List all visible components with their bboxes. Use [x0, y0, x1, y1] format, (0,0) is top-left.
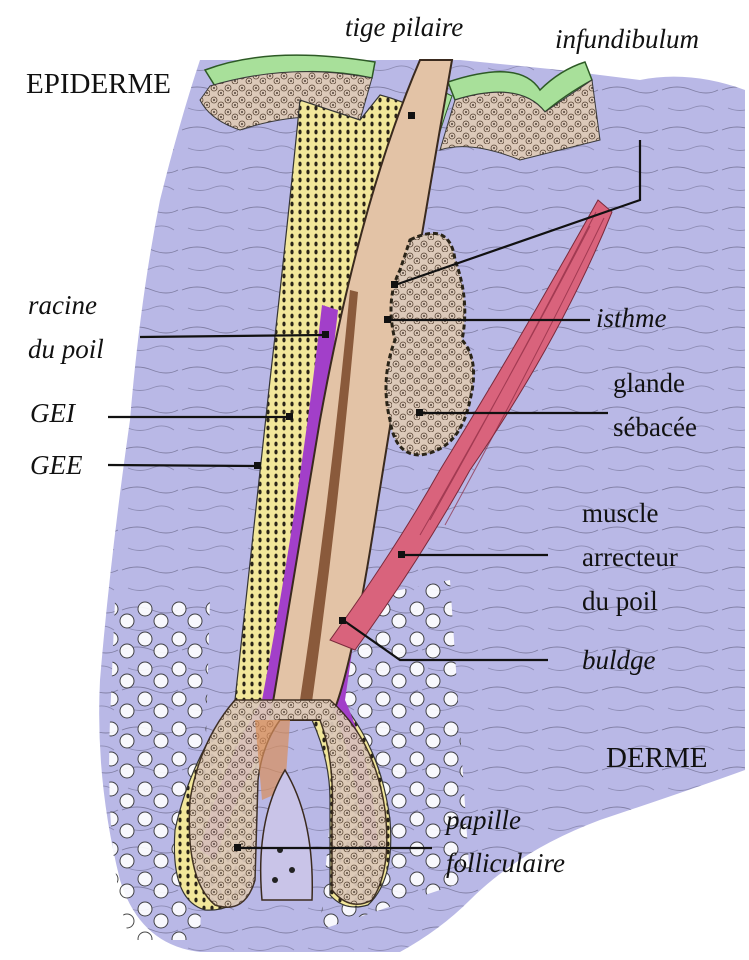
label-gei: GEI: [30, 398, 75, 429]
label-epiderme: EPIDERME: [26, 68, 171, 101]
label-infundibulum: infundibulum: [555, 24, 699, 55]
label-glande-line1: glande: [613, 368, 685, 399]
label-derme: DERME: [606, 742, 708, 775]
label-racine-line2: du poil: [28, 334, 104, 365]
label-buldge: buldge: [582, 645, 656, 676]
leader-gee: [108, 465, 258, 466]
label-racine-line1: racine: [28, 290, 97, 321]
label-papille-line1: papille: [446, 805, 521, 836]
label-muscle-line1: muscle: [582, 498, 658, 529]
label-glande-line2: sébacée: [613, 412, 697, 443]
label-muscle-line2: arrecteur: [582, 542, 678, 573]
label-muscle-line3: du poil: [582, 586, 658, 617]
label-isthme: isthme: [596, 303, 667, 334]
label-papille-line2: folliculaire: [446, 848, 565, 879]
label-gee: GEE: [30, 450, 82, 481]
label-tige-pilaire: tige pilaire: [345, 12, 463, 43]
